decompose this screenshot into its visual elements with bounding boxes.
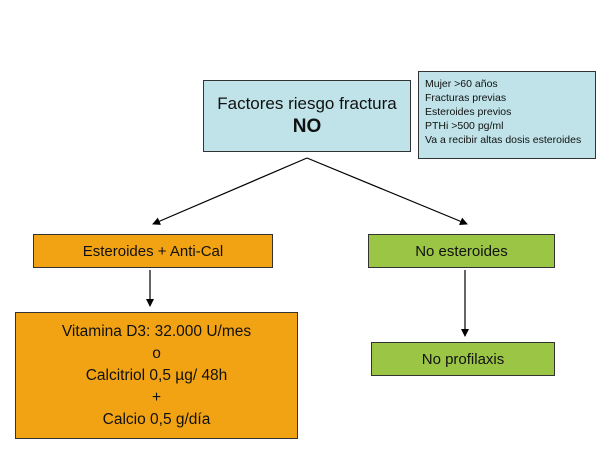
no-steroids-label: No esteroides: [415, 242, 508, 260]
steroids-anticalcineurin-label: Esteroides + Anti-Cal: [82, 242, 224, 260]
criterion-item: Fracturas previas: [425, 92, 507, 104]
no-prophylaxis-label: No profilaxis: [421, 350, 505, 368]
criterion-item: Esteroides previos: [425, 106, 512, 118]
fracture-risk-title: Factores riesgo fractura: [217, 94, 397, 113]
steroids-anticalcineurin-node: Esteroides + Anti-Cal: [33, 234, 273, 268]
fracture-risk-node: Factores riesgo fractura NO: [203, 80, 411, 152]
fracture-risk-answer: NO: [292, 116, 322, 137]
arrow-root-to-left: [152, 157, 308, 225]
criterion-item: Va a recibir altas dosis esteroides: [425, 134, 582, 146]
treatment-node: Vitamina D3: 32.000 U/mes o Calcitriol 0…: [15, 312, 298, 439]
risk-criteria-box: Mujer >60 años Fracturas previas Esteroi…: [418, 71, 596, 159]
no-steroids-node: No esteroides: [368, 234, 555, 268]
treatment-line: Vitamina D3: 32.000 U/mes: [61, 322, 252, 340]
no-prophylaxis-node: No profilaxis: [371, 342, 555, 376]
arrow-root-to-right: [306, 157, 468, 226]
treatment-line: +: [151, 388, 162, 406]
treatment-line: Calcitriol 0,5 µg/ 48h: [85, 366, 228, 384]
criterion-item: PTHi >500 pg/ml: [425, 120, 504, 132]
treatment-line: o: [152, 344, 161, 362]
treatment-line: Calcio 0,5 g/día: [102, 410, 211, 428]
criterion-item: Mujer >60 años: [425, 78, 498, 90]
